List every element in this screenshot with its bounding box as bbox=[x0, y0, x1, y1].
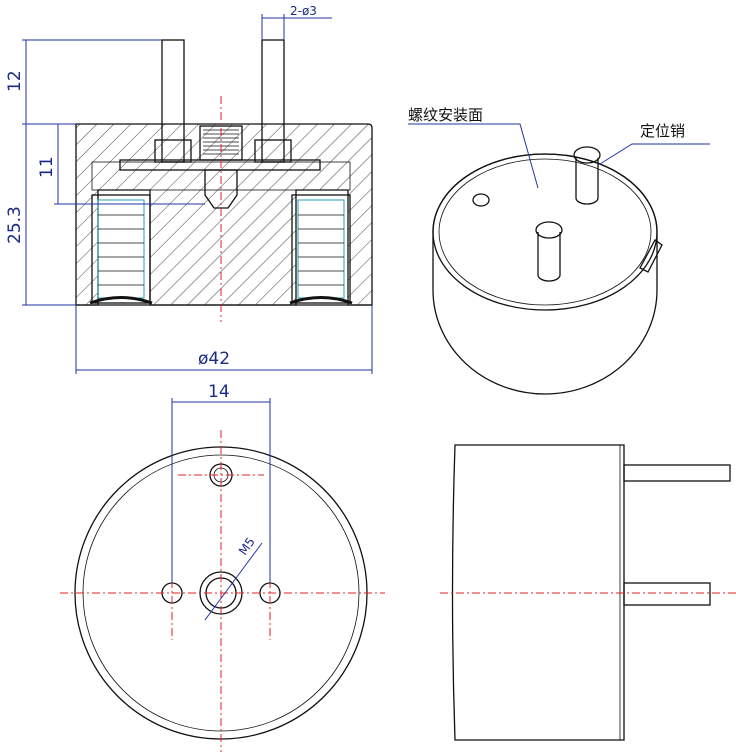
pin-diameter-text: 2-ø3 bbox=[290, 4, 317, 18]
center-stem bbox=[204, 169, 238, 209]
outer-diameter-text: ø42 bbox=[198, 349, 230, 369]
leader-thread-face bbox=[408, 123, 539, 189]
iso-edge-pin bbox=[639, 239, 663, 273]
side-body bbox=[451, 444, 625, 741]
dim-pin-length: 12 bbox=[5, 39, 162, 125]
side-pin-bottom bbox=[623, 582, 711, 606]
left-coil bbox=[89, 194, 153, 305]
leader-locating-pin bbox=[599, 143, 710, 165]
right-coil bbox=[289, 194, 353, 305]
iso-pin-1 bbox=[575, 158, 599, 205]
pin-spacing-text: 14 bbox=[208, 382, 230, 402]
iso-top-face bbox=[432, 153, 658, 311]
thread-face-label: 螺纹安装面 bbox=[408, 106, 483, 124]
thread-text: M5 bbox=[236, 535, 258, 558]
inner-height-text: 11 bbox=[37, 156, 57, 178]
section-body bbox=[75, 123, 373, 306]
top-view: 14 M5 bbox=[60, 382, 385, 752]
dim-total-height: 25.3 bbox=[5, 124, 76, 306]
isometric-view: 螺纹安装面 定位销 bbox=[408, 106, 710, 395]
section-view: 2-ø3 12 25.3 11 ø42 bbox=[5, 4, 373, 374]
side-view bbox=[440, 444, 736, 741]
dim-outer-diameter: ø42 bbox=[75, 305, 373, 374]
dim-inner-height: 11 bbox=[37, 124, 205, 205]
dim-thread: M5 bbox=[204, 535, 263, 621]
iso-pin-2 bbox=[537, 232, 561, 282]
dim-pin-spacing: 14 bbox=[171, 382, 271, 583]
dim-pin-diameter: 2-ø3 bbox=[261, 4, 332, 40]
locating-pin-label: 定位销 bbox=[640, 122, 685, 140]
pin-length-text: 12 bbox=[5, 70, 25, 92]
right-pin-base bbox=[254, 139, 292, 163]
left-pin-base bbox=[154, 139, 192, 163]
total-height-text: 25.3 bbox=[5, 206, 25, 244]
side-pin-top bbox=[623, 464, 731, 482]
iso-hole bbox=[472, 193, 490, 207]
